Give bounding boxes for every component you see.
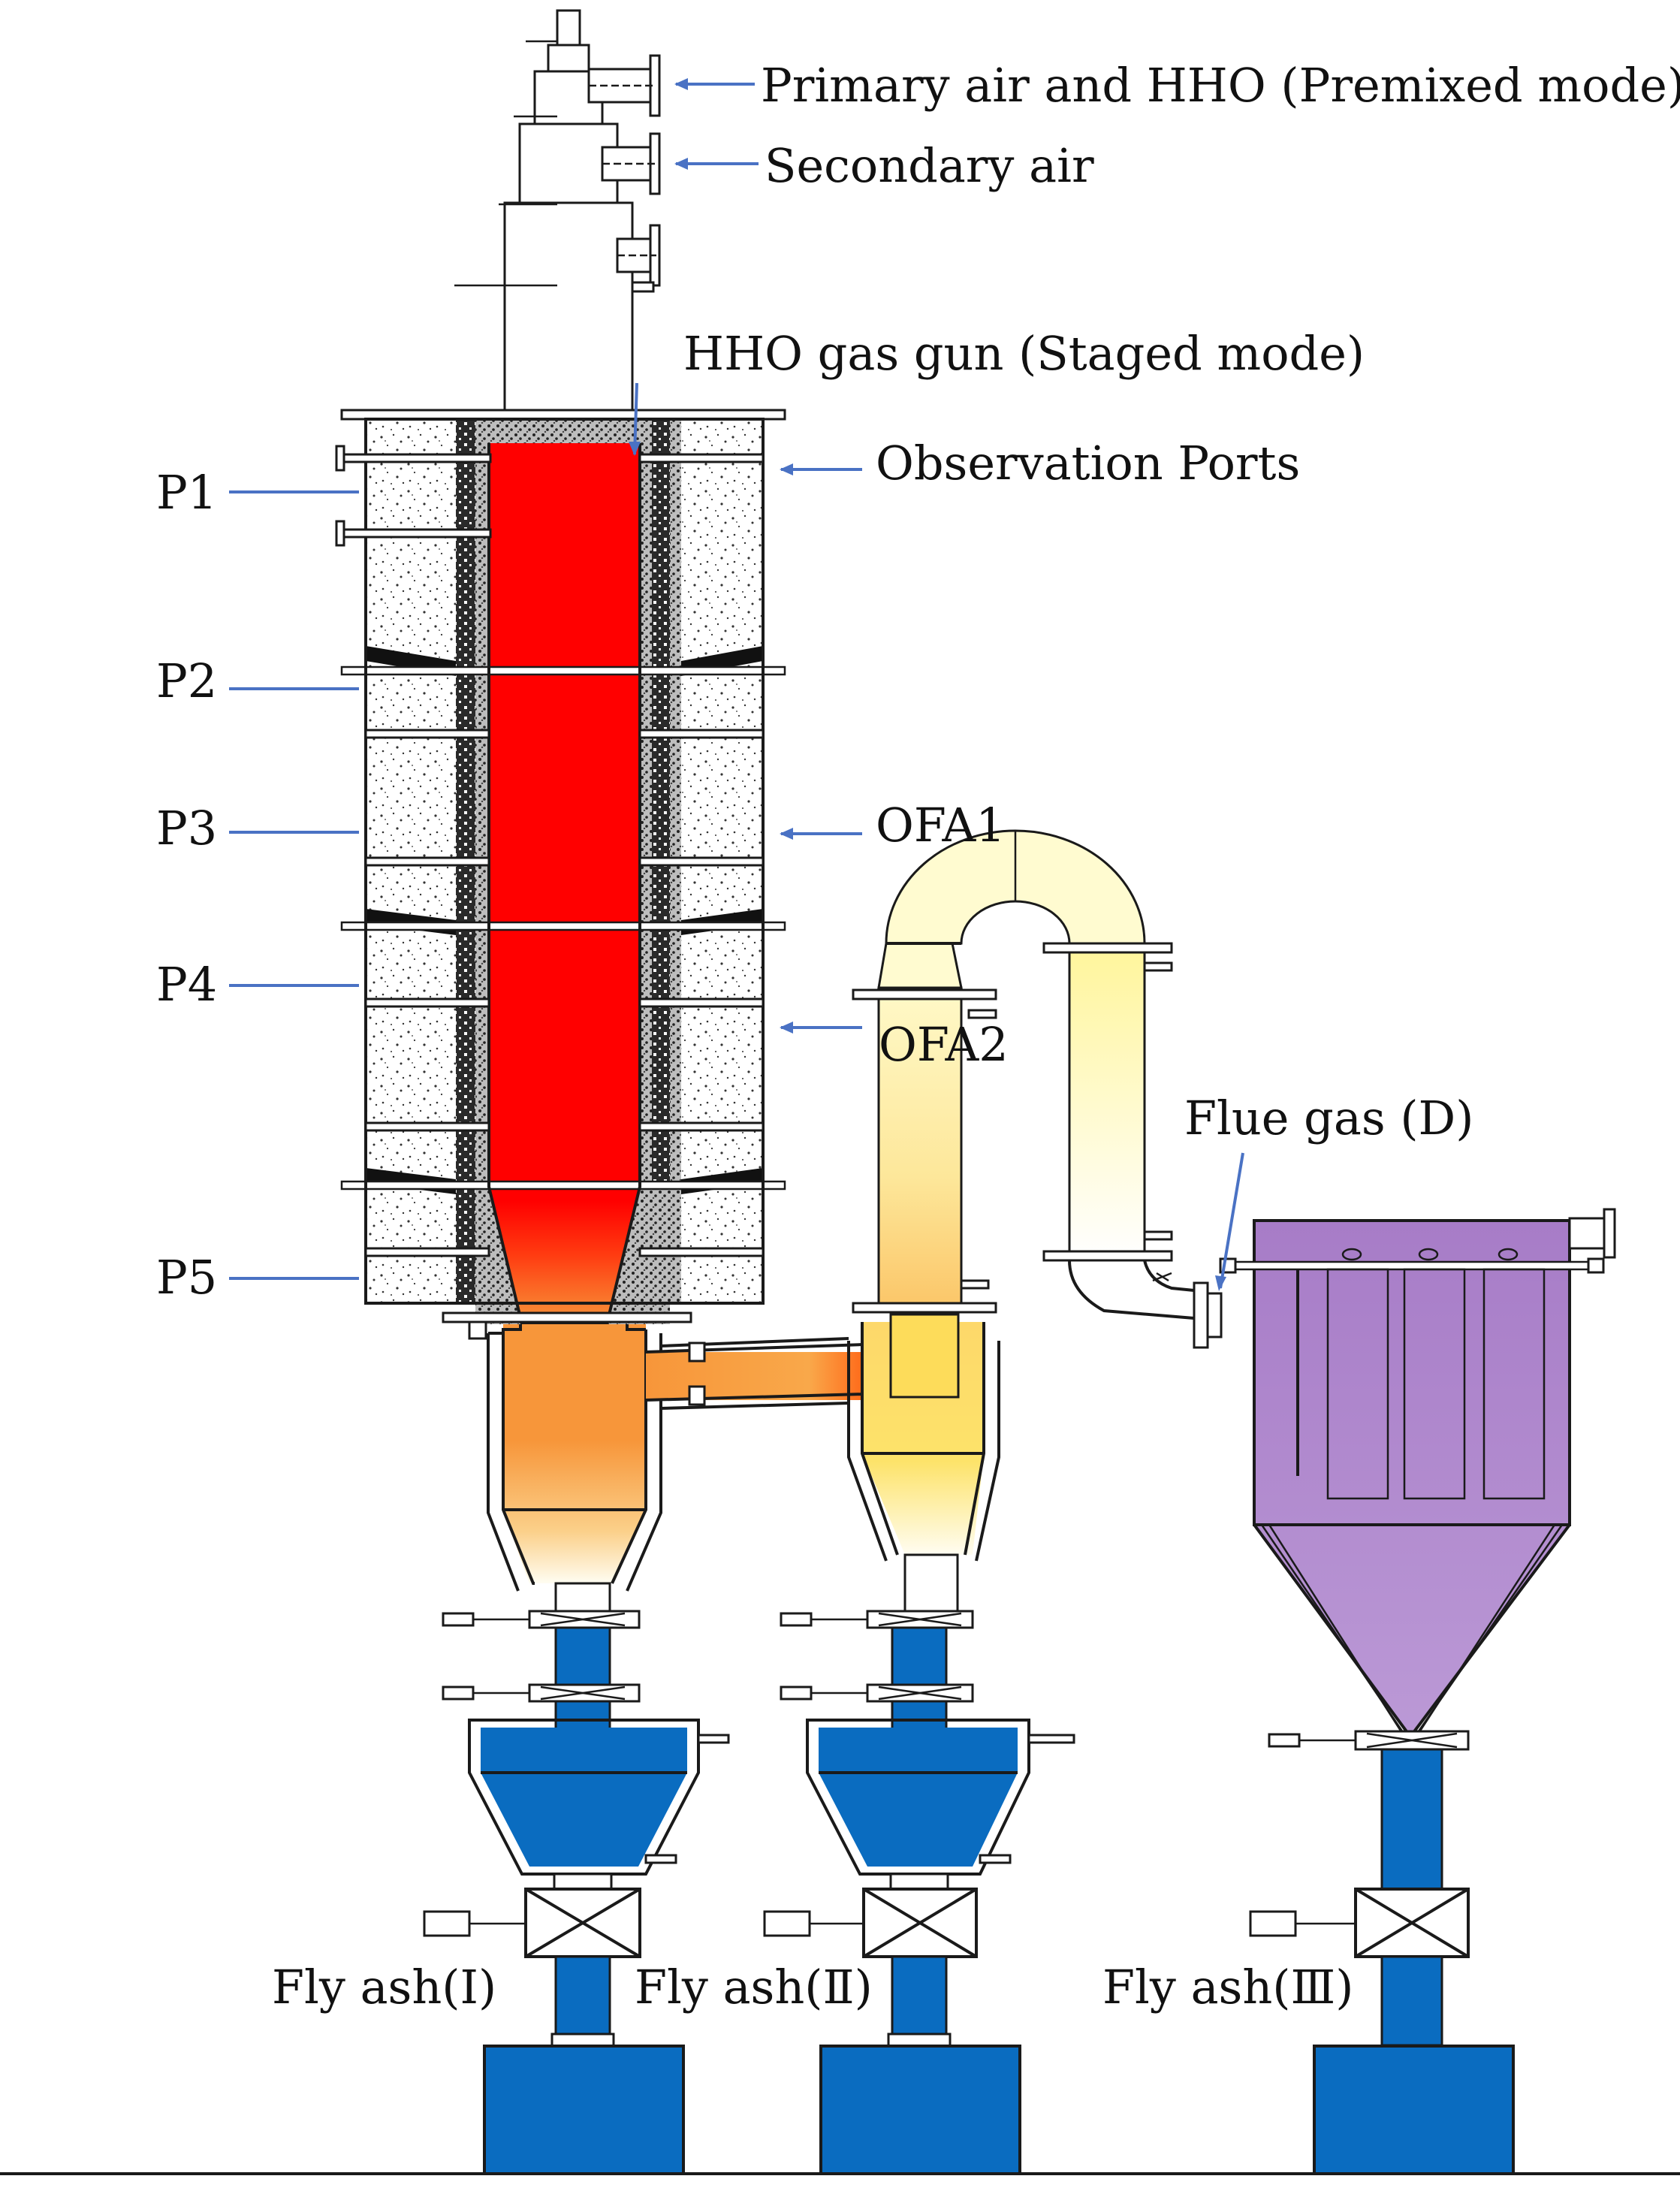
- flame-core: [489, 443, 640, 1324]
- port-p1-label: P1: [156, 465, 217, 520]
- cyclone-2: [847, 942, 1000, 1618]
- fly-ash-1-label: Fly ash(Ⅰ): [272, 1960, 496, 2014]
- ofa1-label: OFA1: [876, 798, 1006, 853]
- arch-duct: [885, 829, 1223, 1349]
- flue-gas-label: Flue gas (D): [1184, 1091, 1473, 1145]
- cyclone-1: [487, 1324, 864, 1624]
- port-p2-label: P2: [156, 653, 217, 708]
- baghouse: [1219, 1208, 1616, 1740]
- port-rods: [335, 445, 765, 1257]
- ash-column-2: [763, 1610, 1075, 2175]
- secondary-air-label: Secondary air: [765, 138, 1094, 193]
- burner-assembly: [454, 9, 661, 421]
- annotation-arrows: [229, 78, 1244, 1291]
- observation-ports-label: Observation Ports: [876, 436, 1300, 490]
- primary-air-label: Primary air and HHO (Premixed mode): [761, 58, 1680, 113]
- port-p4-label: P4: [156, 957, 217, 1012]
- ash-column-1: [423, 1610, 730, 2175]
- ash-column-3: [1249, 1730, 1515, 2175]
- fly-ash-2-label: Fly ash(Ⅱ): [635, 1960, 873, 2014]
- port-p5-label: P5: [156, 1250, 217, 1305]
- hho-gas-gun-label: HHO gas gun (Staged mode): [683, 326, 1365, 381]
- main-furnace: [335, 409, 786, 1340]
- fly-ash-3-label: Fly ash(Ⅲ): [1102, 1960, 1353, 2014]
- port-p3-label: P3: [156, 801, 217, 856]
- ofa2-label: OFA2: [879, 1017, 1009, 1072]
